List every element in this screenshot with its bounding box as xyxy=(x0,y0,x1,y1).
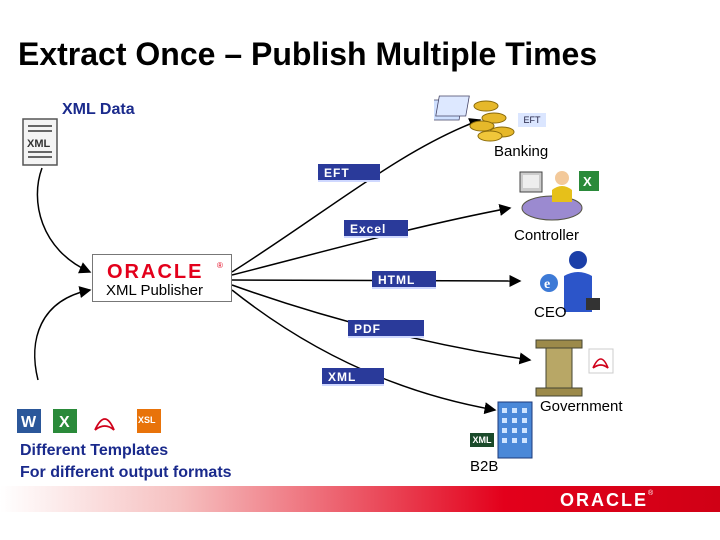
xml-document-icon xyxy=(22,118,58,166)
templates-to-publisher-arrow xyxy=(34,286,92,381)
executive-icon xyxy=(564,251,600,312)
acrobat-template-icon xyxy=(94,418,115,431)
acrobat-icon xyxy=(588,348,614,374)
word-icon: W xyxy=(17,409,41,433)
registered-mark: ® xyxy=(217,261,223,270)
money-stack-icon xyxy=(434,95,515,142)
dest-banking: Banking xyxy=(494,143,549,160)
ie-icon: e xyxy=(540,274,558,292)
templates-label-line2: For different output formats xyxy=(20,464,232,481)
format-pdf: PDF xyxy=(348,320,424,338)
footer-registered-mark: ® xyxy=(648,490,654,497)
svg-text:X: X xyxy=(583,174,592,189)
dest-government: Government xyxy=(540,398,623,415)
xml-doc-tag: XML xyxy=(27,138,51,150)
svg-text:X: X xyxy=(59,414,70,431)
format-excel: Excel xyxy=(344,220,408,238)
excel-template-icon: X xyxy=(53,409,77,433)
svg-text:e: e xyxy=(544,277,550,292)
svg-text:W: W xyxy=(21,414,37,431)
publisher-logo: ORACLE xyxy=(107,261,204,283)
xsl-icon xyxy=(137,409,161,433)
b2b-xml-tag: XML xyxy=(470,433,494,447)
dest-controller: Controller xyxy=(514,227,580,244)
pillar-icon xyxy=(535,339,583,397)
format-eft: EFT xyxy=(318,164,380,182)
dest-b2b: B2B xyxy=(470,458,499,475)
arrow-to-b2b xyxy=(231,289,497,415)
templates-label-line1: Different Templates xyxy=(20,442,169,459)
source-label: XML Data xyxy=(62,101,135,118)
dest-ceo: CEO xyxy=(534,304,567,321)
arrow-to-banking xyxy=(231,118,482,273)
footer-oracle-logo: ORACLE xyxy=(560,490,648,510)
slide-title: Extract Once – Publish Multiple Times xyxy=(18,36,598,72)
format-xml: XML xyxy=(322,368,384,386)
xsl-icon-label: XSL xyxy=(138,415,156,425)
excel-icon: X xyxy=(579,171,599,191)
publisher-label: XML Publisher xyxy=(106,282,203,299)
xml-to-publisher-arrow xyxy=(36,167,92,274)
arrow-to-controller xyxy=(231,204,512,276)
footer-bar xyxy=(0,486,720,512)
banking-eft-tag: EFT xyxy=(518,113,546,127)
person-computer-icon xyxy=(519,171,583,221)
format-html: HTML xyxy=(372,271,436,289)
xml-publisher-box: ORACLE ® xyxy=(92,254,232,302)
building-icon xyxy=(497,401,533,459)
